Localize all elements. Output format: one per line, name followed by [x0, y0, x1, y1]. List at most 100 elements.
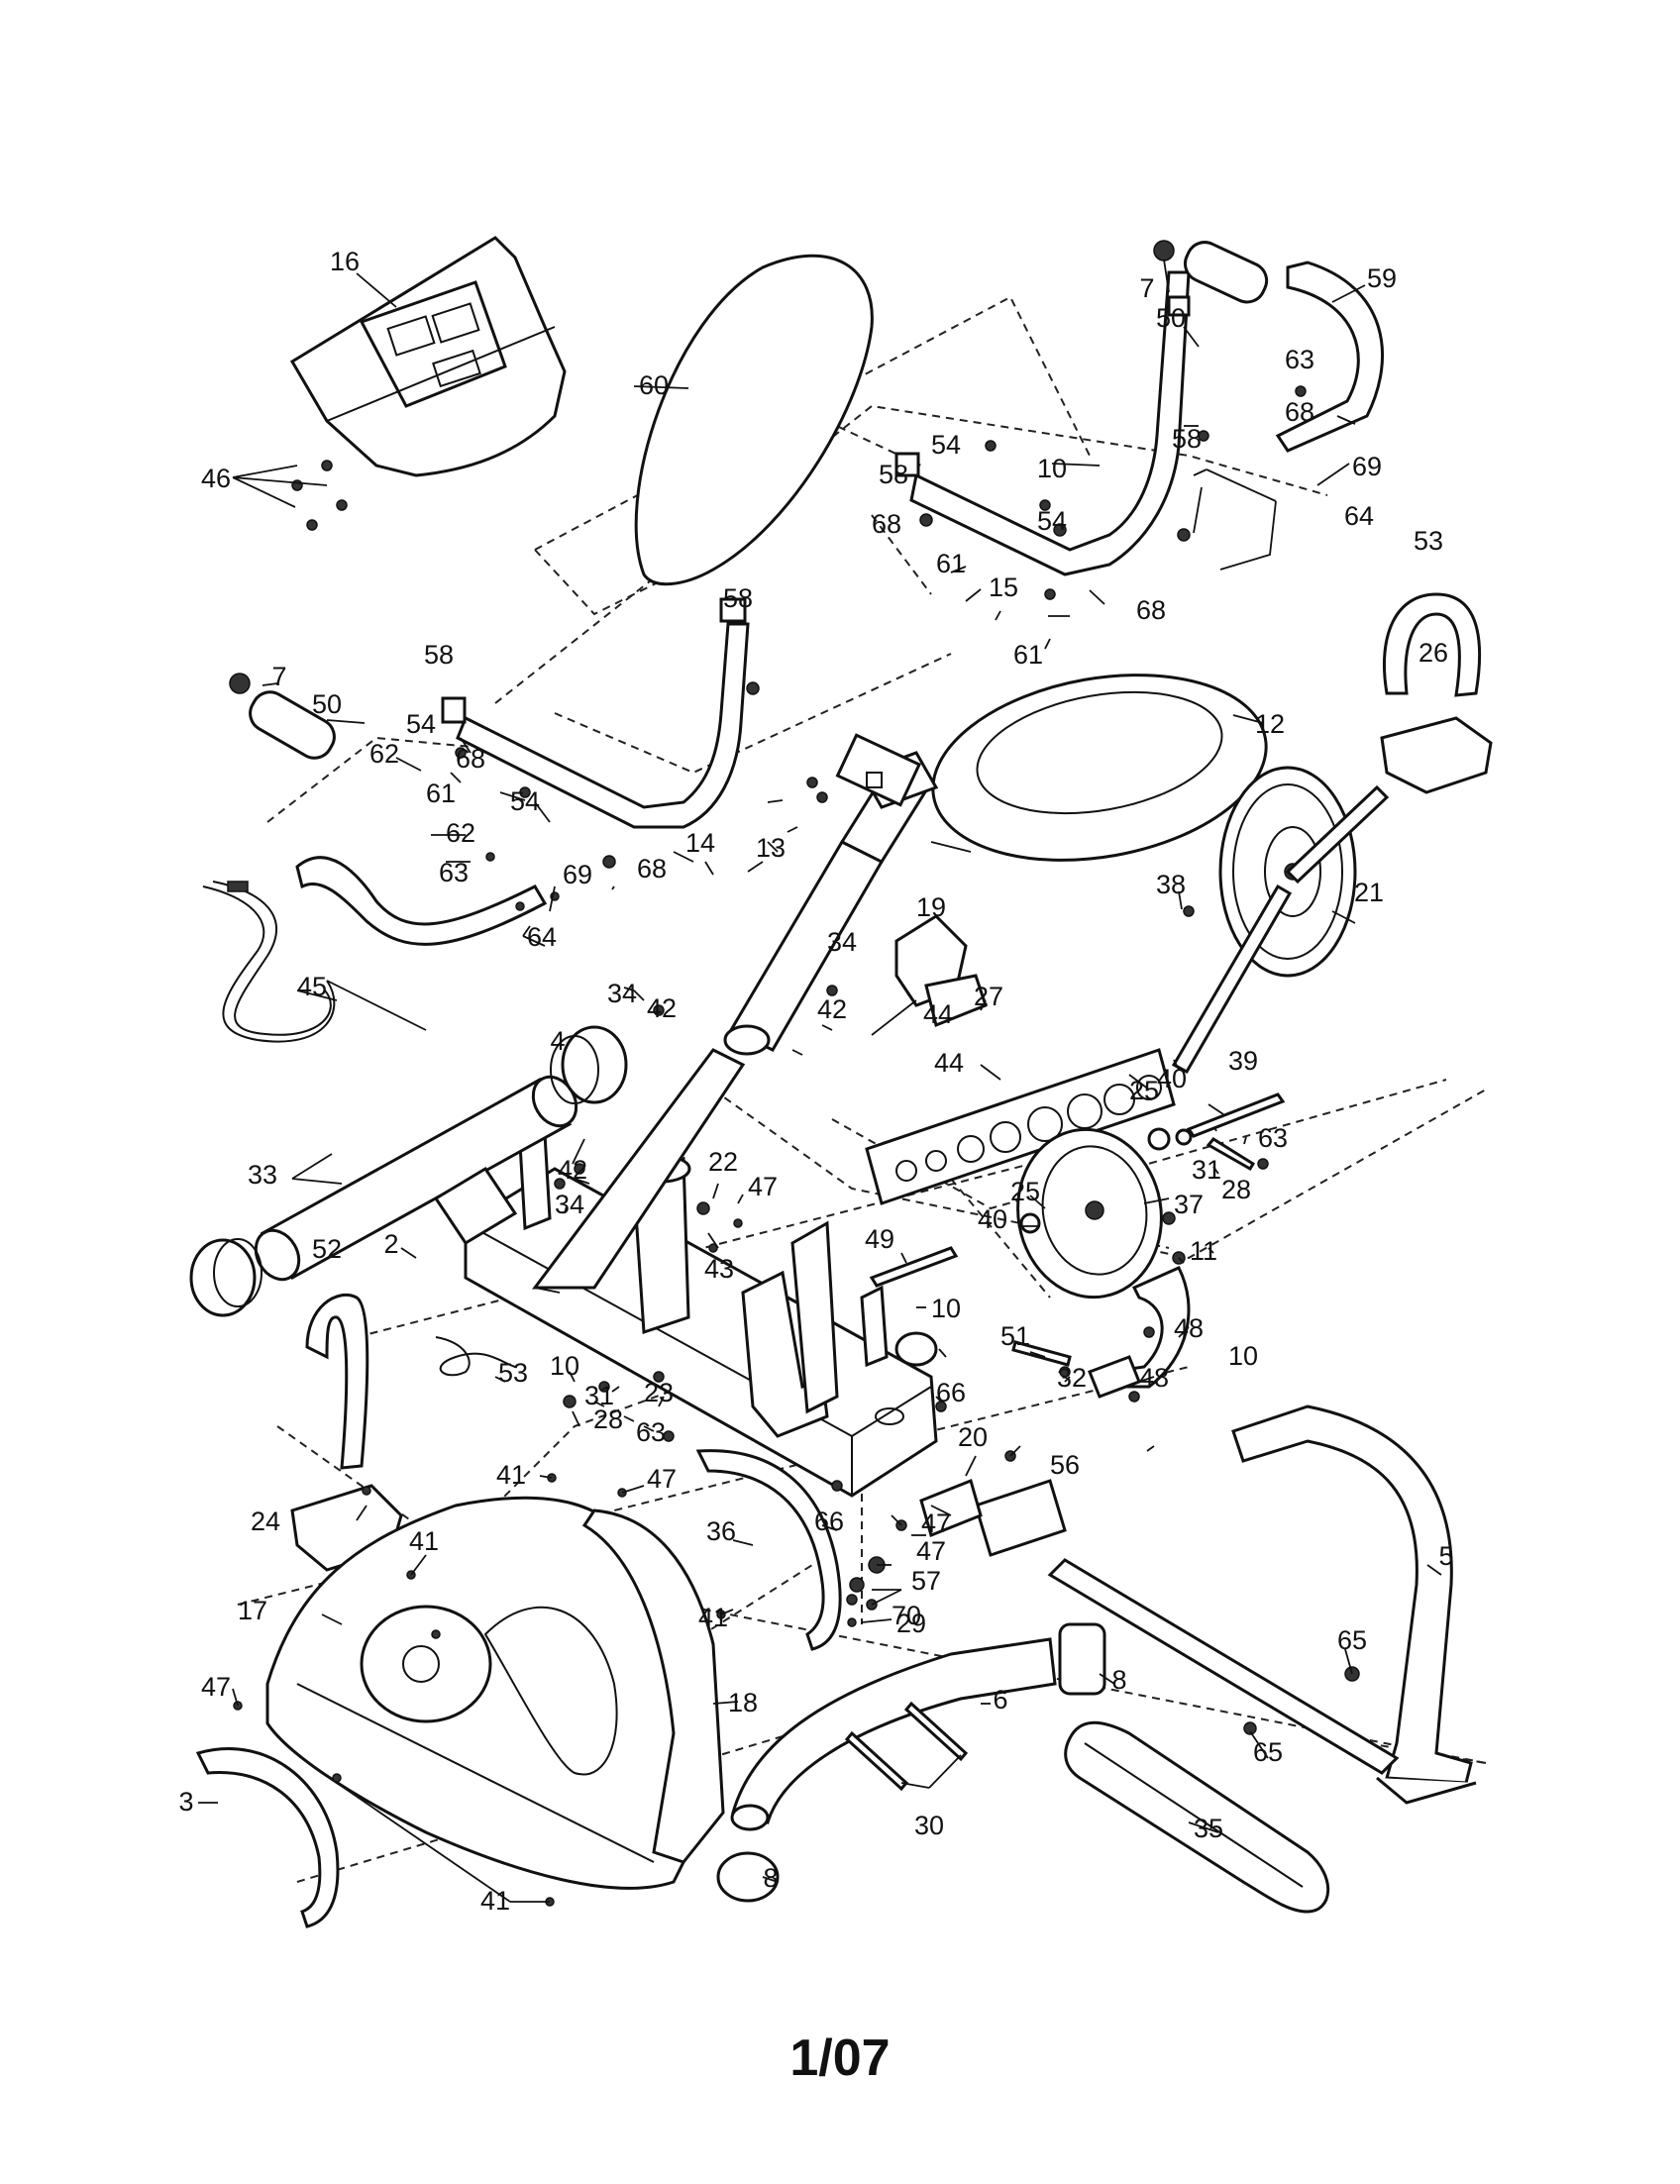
part-callout: 41 — [480, 1886, 510, 1916]
rear-stabilizer-5 — [919, 1404, 1477, 1805]
callout-labels: 1660467505963686964585410545868611568615… — [178, 247, 1453, 1916]
part-callout: 7 — [271, 662, 286, 691]
part-callout: 28 — [1221, 1175, 1251, 1204]
part-callout: 68 — [456, 744, 485, 774]
shroud-17 — [265, 1496, 695, 1890]
part-callout: 61 — [1013, 640, 1043, 670]
right-pedal-26 — [1380, 592, 1493, 794]
part-callout: 51 — [1000, 1321, 1030, 1351]
part-callout: 47 — [916, 1536, 946, 1566]
part-callout: 52 — [312, 1234, 342, 1264]
drive-belt-35 — [1064, 1720, 1330, 1914]
part-callout: 41 — [698, 1603, 728, 1632]
part-callout: 16 — [330, 247, 360, 276]
part-callout: 31 — [1192, 1155, 1221, 1185]
part-callout: 23 — [644, 1378, 674, 1407]
part-callout: 69 — [1352, 452, 1382, 481]
part-callout: 41 — [409, 1526, 439, 1556]
part-callout: 63 — [1258, 1123, 1288, 1153]
part-callout: 68 — [1285, 397, 1314, 427]
pedal-arm-11 — [860, 1246, 1191, 1399]
part-callout: 64 — [1344, 501, 1374, 531]
wire-harness-52 — [435, 1336, 516, 1377]
part-callout: 63 — [1285, 345, 1314, 374]
part-callout: 10 — [1228, 1341, 1258, 1371]
part-callout: 68 — [637, 854, 667, 884]
part-callout: 57 — [911, 1566, 941, 1596]
part-callout: 47 — [647, 1464, 677, 1494]
part-callout: 18 — [728, 1688, 758, 1717]
lower-handlebar-14 — [229, 597, 750, 946]
part-callout: 50 — [1156, 303, 1186, 333]
part-callout: 61 — [936, 549, 966, 578]
part-callout: 4 — [550, 1026, 565, 1056]
part-callout: 49 — [865, 1224, 894, 1254]
upper-handlebar-15 — [894, 240, 1385, 576]
part-callout: 22 — [708, 1147, 738, 1177]
part-callout: 62 — [446, 818, 475, 848]
part-callout: 44 — [934, 1048, 964, 1078]
main-frame-1 — [464, 1048, 938, 1498]
part-callout: 42 — [647, 993, 677, 1023]
seat-adjust-knob-19 — [871, 914, 988, 1036]
part-callout: 33 — [248, 1160, 277, 1190]
part-callout: 42 — [817, 994, 847, 1024]
part-callout: 40 — [1157, 1064, 1187, 1093]
part-callout: 54 — [510, 786, 540, 816]
part-callout: 6 — [993, 1685, 1007, 1715]
part-callout: 70 — [892, 1601, 921, 1630]
part-callout: 56 — [1050, 1450, 1080, 1480]
part-callout: 66 — [814, 1507, 844, 1536]
part-callout: 61 — [426, 779, 456, 808]
part-callout: 63 — [439, 858, 469, 887]
part-callout: 53 — [498, 1358, 528, 1388]
part-callout: 58 — [879, 460, 908, 489]
tension-cable-45 — [202, 881, 427, 1043]
part-callout: 10 — [1037, 454, 1067, 483]
rear-stabilizer-6 — [716, 1622, 1106, 1903]
part-callout: 34 — [827, 927, 857, 957]
part-callout: 10 — [931, 1294, 961, 1323]
part-callout: 17 — [238, 1596, 267, 1625]
part-callout: 48 — [1139, 1363, 1169, 1393]
part-callout: 68 — [1136, 595, 1166, 625]
part-callout: 54 — [1037, 506, 1067, 536]
seat-post-13 — [723, 733, 939, 1056]
console-16 — [289, 236, 567, 531]
part-callout: 48 — [1174, 1313, 1204, 1343]
flywheel-21 — [1171, 766, 1390, 1075]
part-callout: 64 — [527, 922, 557, 952]
part-callout: 3 — [178, 1787, 193, 1817]
part-callout: 21 — [1354, 878, 1384, 907]
part-callout: 10 — [550, 1351, 579, 1381]
part-callout: 59 — [1367, 263, 1397, 293]
part-callout: 8 — [1111, 1665, 1126, 1695]
part-callout: 30 — [914, 1811, 944, 1840]
part-callout: 47 — [748, 1172, 778, 1201]
part-callout: 27 — [974, 982, 1003, 1011]
part-callout: 66 — [936, 1378, 966, 1407]
part-callout: 58 — [1172, 424, 1202, 454]
part-callout: 28 — [593, 1404, 623, 1434]
part-callout: 11 — [1190, 1236, 1217, 1266]
shroud-ring-36 — [695, 1449, 842, 1651]
callout-leader-lines — [198, 259, 1442, 1903]
part-callout: 13 — [756, 833, 786, 863]
page-number: 1/07 — [789, 2029, 890, 2087]
part-callout: 34 — [607, 979, 637, 1008]
part-callout: 31 — [584, 1381, 614, 1410]
shroud-ring-3 — [195, 1747, 340, 1928]
part-callout: 60 — [639, 370, 669, 400]
part-callout: 12 — [1255, 709, 1285, 739]
part-callout: 40 — [978, 1204, 1007, 1234]
part-callout: 58 — [424, 640, 454, 670]
part-callout: 41 — [496, 1460, 526, 1490]
part-callout: 47 — [921, 1508, 951, 1538]
part-callout: 42 — [558, 1155, 587, 1185]
part-callout: 7 — [1139, 273, 1154, 303]
part-callout: 46 — [201, 464, 231, 493]
front-stabilizer-2 — [189, 1025, 628, 1317]
part-callout: 54 — [406, 709, 436, 739]
